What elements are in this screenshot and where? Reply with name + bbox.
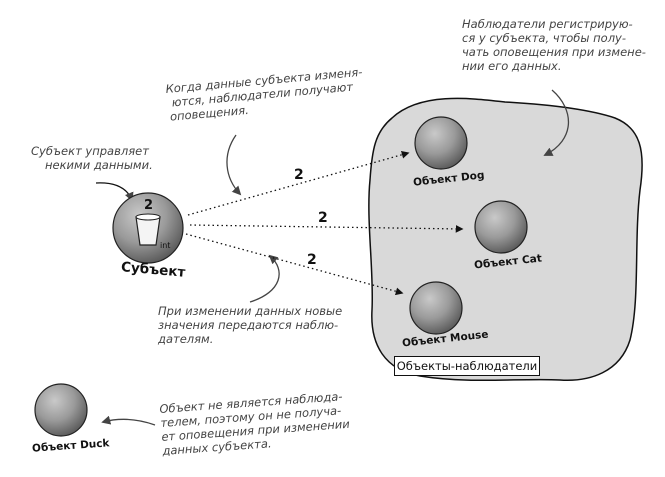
note-subject-manages-line: некими данными. [45, 158, 153, 172]
cat-ball [474, 200, 528, 254]
note-register-line: ся у субъекта, чтобы полу- [462, 31, 626, 45]
arrow-to-mouse [185, 233, 404, 296]
subject-value: 2 [144, 198, 154, 213]
cup-icon [135, 213, 161, 246]
arrow-to-cat [189, 224, 464, 233]
note-new-values: При изменении данных новые значения пере… [158, 304, 342, 346]
duck-arrow [101, 415, 156, 426]
note-subject-manages: Субъект управляет некими данными. [31, 144, 153, 172]
mouse-ball [409, 281, 463, 335]
arrow-value-cat: 2 [318, 210, 328, 226]
note-register-line: чать оповещения при измене- [462, 45, 646, 59]
dog-ball [414, 116, 468, 170]
subject-type-label: int [160, 241, 171, 250]
observers-group-label: Объекты-наблюдатели [394, 356, 540, 376]
note-new-values-line: При изменении данных новые [158, 304, 343, 318]
note-register-line: нии его данных. [462, 59, 562, 73]
arrow-value-dog: 2 [294, 167, 304, 183]
duck-ball [34, 383, 88, 437]
arrow-to-dog [187, 150, 410, 216]
arrow-value-mouse: 2 [307, 252, 317, 268]
note-new-values-line: дателям. [158, 332, 214, 346]
notify-arrow [226, 134, 242, 196]
note-register-line: Наблюдатели регистрирую- [462, 17, 633, 31]
register-arrow [543, 89, 570, 156]
note-subject-manages-line: Субъект управляет [31, 144, 149, 158]
subject-manages-arrow [95, 182, 134, 202]
new-values-arrow [249, 254, 280, 303]
note-register: Наблюдатели регистрирую- ся у субъекта, … [462, 17, 646, 73]
note-new-values-line: значения передаются наблю- [158, 318, 339, 332]
